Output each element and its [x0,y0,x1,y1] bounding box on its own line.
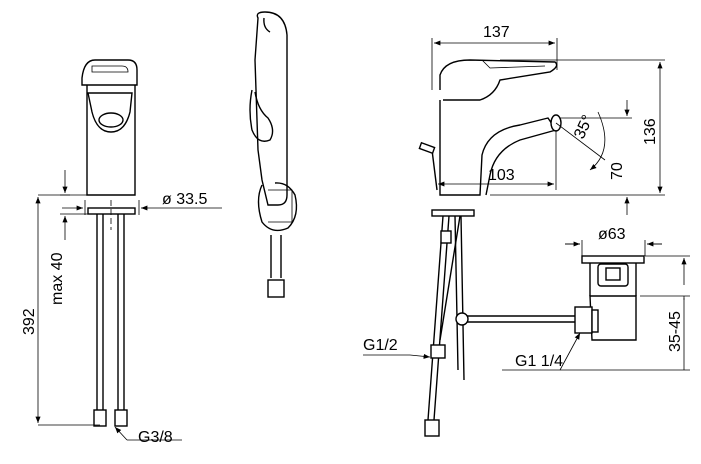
dimension-103: 103 [438,130,557,190]
drain-thread-label: G1 1/4 [515,353,563,370]
dimension-g114: G1 1/4 [502,332,690,371]
dimension-drain-range: 35-45 [640,255,690,370]
drain-view [574,255,645,341]
dimension-angle: 35° [555,111,606,171]
dimension-70: 70 [560,100,632,215]
side-view [249,11,298,298]
drain-diameter-label: ø63 [598,226,626,243]
front-view [81,59,138,427]
profile-view [418,59,575,437]
width-total-label: 137 [483,24,510,41]
spout-angle-label: 35° [571,113,597,142]
hose-thread-label: G3/8 [138,429,173,446]
dimension-136: 136 [490,59,665,196]
dimension-g12: G1/2 [363,337,431,359]
dimension-hole: ø 33.5 [62,191,222,215]
dimension-137: 137 [431,24,558,90]
dimension-g38: G3/8 [114,426,182,446]
dimension-max-40: max 40 [49,170,88,305]
dimension-drain-diameter: ø63 [565,226,662,256]
max-height-label: max 40 [49,252,66,305]
height-total-label: 392 [21,308,38,335]
inlet-thread-label: G1/2 [363,337,398,354]
drain-range-label: 35-45 [667,311,684,352]
outlet-height-label: 70 [609,162,626,180]
spout-reach-label: 103 [488,167,515,184]
spout-height-label: 136 [642,118,659,145]
dimension-392: 392 [21,194,100,426]
hole-diameter-label: ø 33.5 [162,191,207,208]
